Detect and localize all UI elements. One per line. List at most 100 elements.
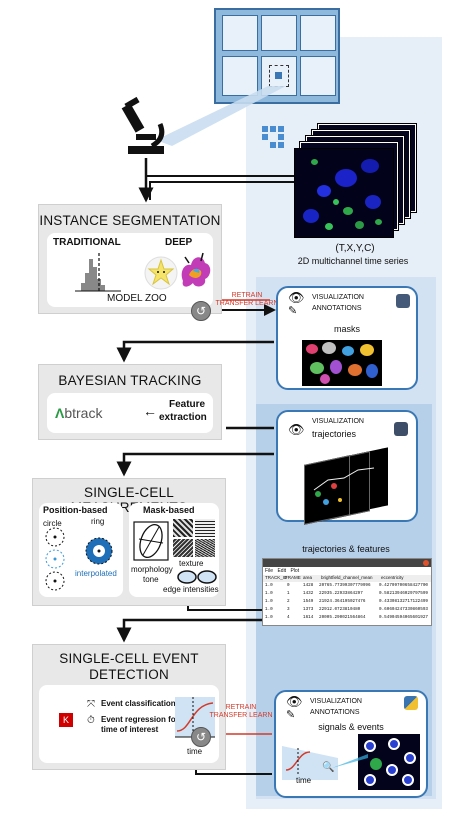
time-label: time — [187, 747, 203, 756]
texture-label: texture — [179, 559, 204, 568]
single-cell-measurements-panel: SINGLE-CELL MEASUREMENTS Position-based … — [32, 478, 226, 606]
detection-inner: K ⤧ Event classification ⏱ Event regress… — [39, 685, 219, 763]
deep-label: DEEP — [165, 237, 193, 248]
btrack-logo: Λbtrack — [55, 405, 103, 421]
vis-masks-line2: ANNOTATIONS — [312, 305, 362, 312]
visualization-signals-card: 👁 ✎ VISUALIZATION ANNOTATIONS signals & … — [274, 690, 428, 798]
edge-shapes — [177, 570, 217, 584]
texture-tile-4 — [195, 539, 215, 557]
menu-file[interactable]: File — [265, 568, 274, 574]
eye-icon: 👁 — [288, 290, 305, 305]
model-zoo-label: MODEL ZOO — [107, 293, 167, 304]
table-header: FRAME — [285, 575, 301, 580]
segmentation-inner: TRADITIONAL DEEP MODEL ZOO — [47, 233, 213, 307]
masks-image — [302, 340, 382, 386]
interpolated-label: interpolated — [75, 569, 117, 578]
segmentation-title: INSTANCE SEGMENTATION — [39, 213, 221, 228]
morphology-label: morphology — [131, 565, 173, 574]
menu-edit[interactable]: Edit — [277, 568, 287, 574]
ring-label: ring — [91, 517, 105, 526]
retrain-icon-2[interactable]: ↺ — [191, 727, 211, 747]
table-header-row: TRACK_ID FRAME area brightfield_channel_… — [263, 575, 431, 582]
vis-masks-line1: VISUALIZATION — [312, 294, 364, 301]
well-plate — [214, 8, 340, 104]
keras-badge: K — [59, 713, 73, 727]
masks-caption: masks — [333, 324, 360, 334]
arrow-left-icon: ← — [143, 403, 157, 419]
regression-label-1: Event regression for — [101, 715, 179, 724]
tone-label: tone — [143, 575, 159, 584]
mask-based-box: Mask-based morphology tone texture edge … — [129, 503, 219, 597]
detection-title-1: SINGLE-CELL EVENT — [59, 651, 199, 666]
circle-label: circle — [43, 519, 62, 528]
series-caption: (T,X,Y,C) — [335, 243, 375, 254]
time-series-stack — [294, 123, 419, 242]
table-header: eccentricity — [381, 575, 404, 580]
texture-tile-3 — [173, 539, 193, 557]
texture-tile-1 — [173, 519, 193, 537]
signals-caption: signals & events — [318, 722, 384, 732]
signals-time-label: time — [296, 776, 312, 785]
trajectory-stack — [304, 447, 394, 525]
extraction-label: extraction — [159, 412, 207, 423]
signal-plot-icon — [282, 746, 338, 780]
brush-icon: ✎ — [288, 305, 298, 317]
zoom-beam — [332, 754, 368, 768]
fiji-icon — [262, 126, 284, 148]
table-menu: File Edit Plot — [265, 568, 299, 574]
morphology-icon — [133, 521, 169, 561]
events-image — [358, 734, 420, 790]
tracking-inner: Λbtrack ← Feature extraction — [47, 393, 213, 433]
python-logo-icon — [404, 696, 418, 710]
tracking-title: BAYESIAN TRACKING — [58, 373, 202, 388]
vis-signals-line2: ANNOTATIONS — [310, 709, 360, 716]
detection-title-2: DETECTION — [89, 667, 169, 682]
retrain-icon[interactable]: ↺ — [191, 301, 211, 321]
texture-tile-2 — [195, 519, 215, 537]
regression-label-2: time of interest — [101, 725, 159, 734]
position-based-box: Position-based circle ring interpolated — [39, 503, 123, 597]
visualization-trajectories-card: 👁 VISUALIZATION trajectories — [276, 410, 418, 525]
feature-table-window: File Edit Plot TRACK_ID FRAME area brigh… — [262, 558, 432, 626]
feature-label: Feature — [169, 399, 206, 410]
table-header: area — [303, 575, 313, 580]
instance-segmentation-panel: INSTANCE SEGMENTATION TRADITIONAL DEEP — [38, 204, 222, 321]
window-close-icon[interactable] — [423, 560, 429, 566]
brush-icon-2: ✎ — [286, 709, 296, 721]
napari-plugin-icon-2 — [394, 422, 408, 436]
classification-label: Event classification — [101, 699, 176, 708]
vis-traj-line1: VISUALIZATION — [312, 418, 364, 425]
zoom-icon: 🔍 — [322, 762, 335, 773]
napari-plugin-icon — [396, 294, 410, 308]
eye-icon-3: 👁 — [286, 694, 303, 709]
stardist-icon — [144, 256, 178, 290]
vis-signals-line1: VISUALIZATION — [310, 698, 362, 705]
visualization-masks-card: 👁 ✎ VISUALIZATION ANNOTATIONS masks — [276, 286, 418, 390]
classification-icon: ⤧ — [87, 699, 95, 710]
table-header: brightfield_channel_mean — [321, 575, 373, 580]
table-caption: trajectories & features — [302, 544, 390, 554]
vis-traj-line2: trajectories — [312, 429, 357, 439]
menu-plot[interactable]: Plot — [290, 568, 300, 574]
edge-label: edge intensities — [163, 585, 219, 594]
event-detection-panel: SINGLE-CELL EVENT DETECTION K ⤧ Event cl… — [32, 644, 226, 770]
cellpose-icon — [181, 252, 211, 287]
position-based-label: Position-based — [43, 505, 108, 515]
table-header: TRACK_ID — [265, 575, 288, 580]
histogram-icon — [75, 253, 121, 292]
traditional-label: TRADITIONAL — [53, 237, 121, 248]
position-shapes — [45, 527, 113, 591]
eye-icon-2: 👁 — [288, 422, 305, 437]
window-titlebar — [263, 559, 431, 567]
microscope-icon — [121, 96, 165, 154]
mask-based-label: Mask-based — [143, 505, 195, 515]
